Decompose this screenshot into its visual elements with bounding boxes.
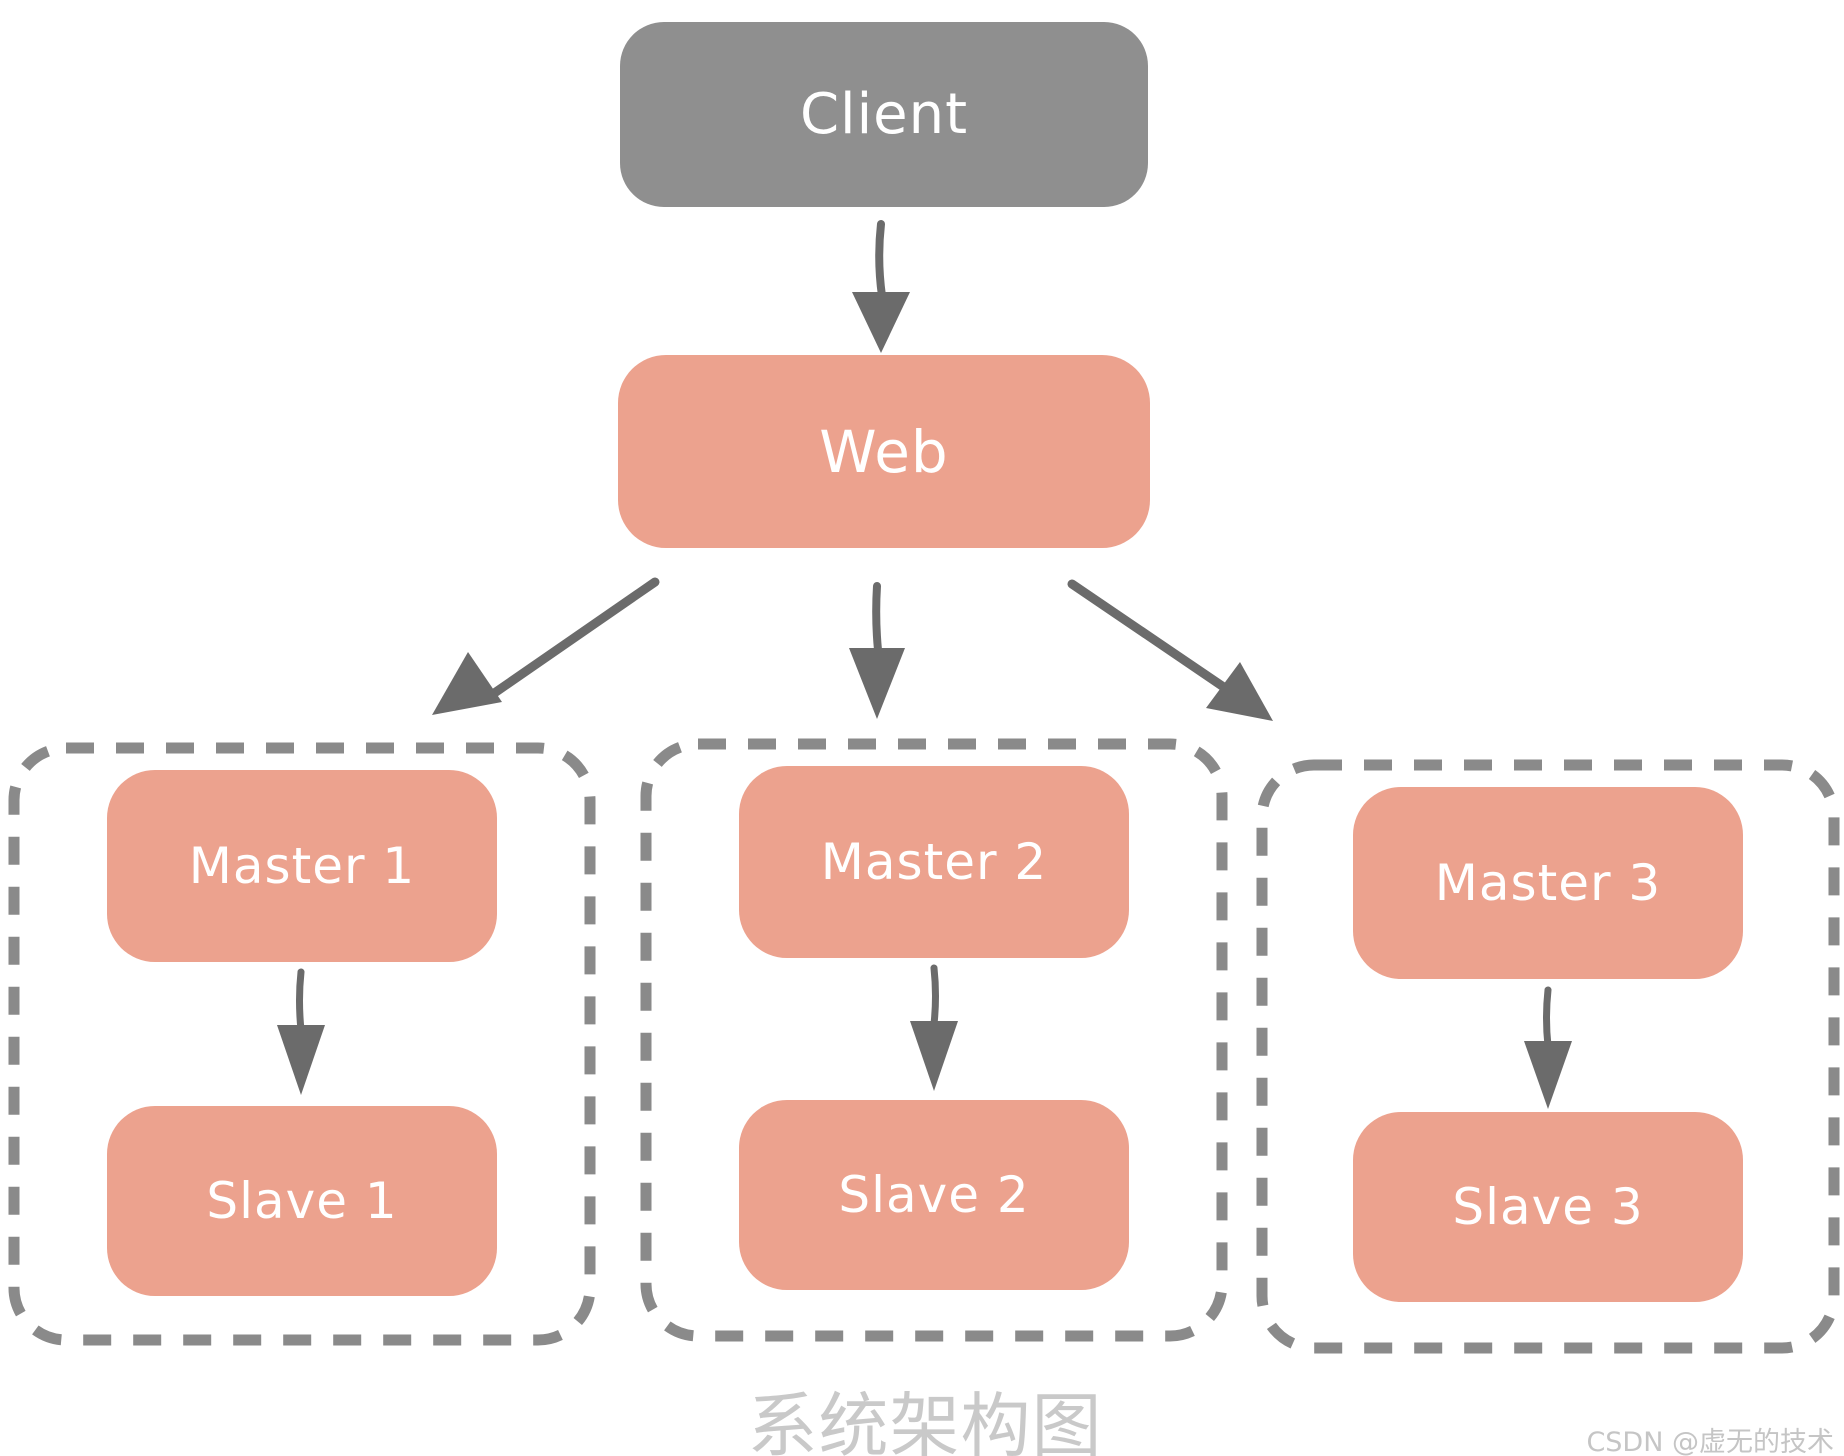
- edge-master3-slave3-shaft: [1543, 986, 1552, 1050]
- edge-web-master2-shaft: [872, 582, 882, 654]
- node-master-2-label: Master 2: [820, 833, 1048, 891]
- node-client: Client: [620, 22, 1148, 207]
- edge-web-master1-shaft: [488, 577, 660, 699]
- node-slave-2-label: Slave 2: [838, 1166, 1030, 1224]
- node-slave-2: Slave 2: [739, 1100, 1129, 1290]
- node-slave-1-label: Slave 1: [206, 1172, 398, 1230]
- edge-client-web-shaft: [875, 220, 886, 300]
- edge-master2-slave2-arrowhead: [910, 1021, 958, 1091]
- node-slave-3-label: Slave 3: [1452, 1178, 1644, 1236]
- edge-master3-slave3-arrowhead: [1524, 1041, 1572, 1109]
- node-web-label: Web: [819, 417, 949, 486]
- edge-master1-slave1-arrowhead: [277, 1025, 325, 1095]
- edge-web-master3-shaft: [1067, 579, 1233, 695]
- node-client-label: Client: [799, 82, 969, 147]
- edge-master2-slave2-shaft: [930, 964, 939, 1028]
- diagram-caption: 系统架构图: [747, 1385, 1103, 1456]
- node-slave-1: Slave 1: [107, 1106, 497, 1296]
- edge-web-master3-arrowhead: [1206, 662, 1273, 721]
- edge-master1-slave1-shaft: [296, 968, 305, 1034]
- node-slave-3: Slave 3: [1353, 1112, 1743, 1302]
- edge-web-master2-arrowhead: [849, 648, 905, 719]
- node-master-3: Master 3: [1353, 787, 1743, 979]
- group-2-dashed-border: [640, 738, 1228, 1342]
- node-web: Web: [618, 355, 1150, 548]
- edge-web-master1-arrowhead: [432, 652, 502, 715]
- csdn-watermark: CSDN @虚无的技术: [1586, 1427, 1834, 1456]
- group-1-dashed-border: [8, 742, 596, 1346]
- node-master-1-label: Master 1: [188, 837, 416, 895]
- edge-client-web-arrowhead: [852, 292, 910, 353]
- node-master-1: Master 1: [107, 770, 497, 962]
- node-master-3-label: Master 3: [1434, 854, 1662, 912]
- node-master-2: Master 2: [739, 766, 1129, 958]
